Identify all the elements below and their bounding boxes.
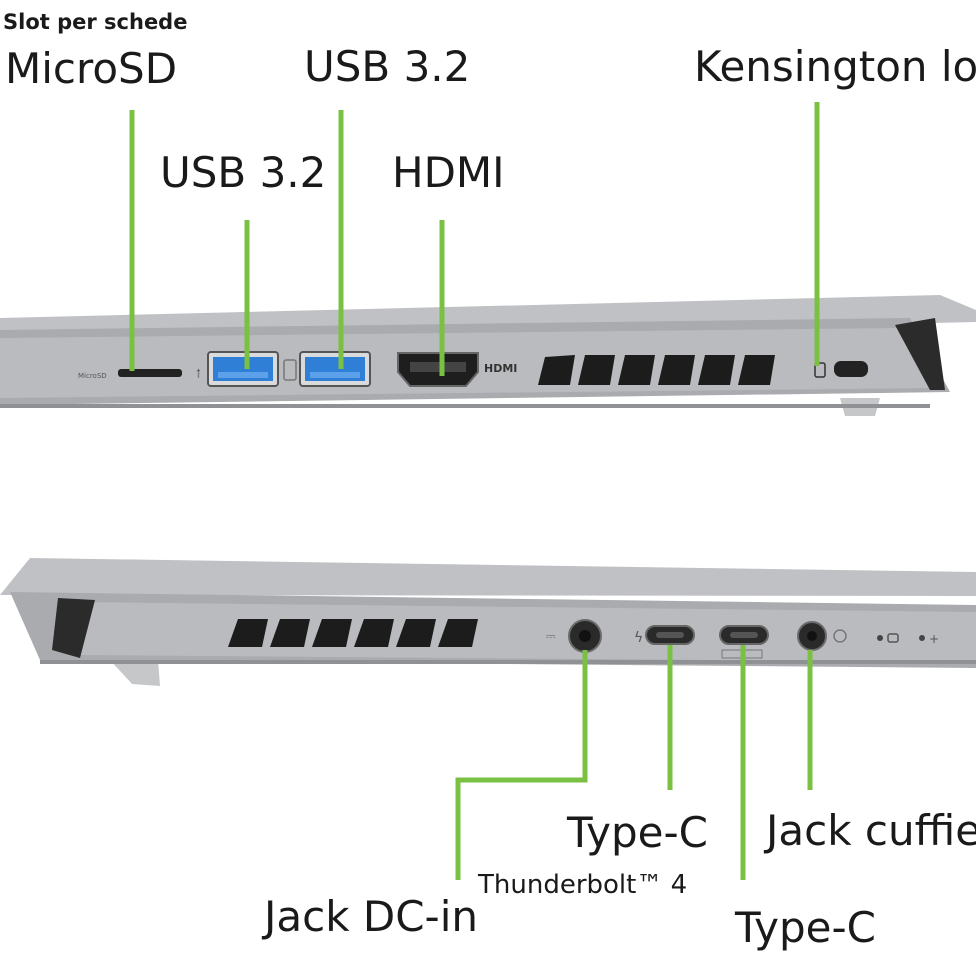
label-microsd: MicroSD bbox=[5, 44, 178, 93]
laptop-right-side: ⎓ ϟ + bbox=[0, 558, 976, 686]
svg-text:ϟ: ϟ bbox=[634, 630, 643, 646]
svg-text:⎓: ⎓ bbox=[546, 629, 556, 643]
svg-text:+: + bbox=[929, 632, 939, 646]
microsd-slot bbox=[118, 369, 182, 377]
vent-group-bottom bbox=[228, 619, 478, 647]
laptop-left-side: MicroSD ⭫ HDMI bbox=[0, 295, 976, 416]
hdmi-port-mark: HDMI bbox=[484, 362, 517, 375]
microsd-port-mark: MicroSD bbox=[78, 372, 107, 380]
kensington-slot bbox=[834, 361, 868, 377]
top-pointer-lines bbox=[129, 102, 820, 376]
label-kensington-lock: Kensington loc bbox=[694, 42, 976, 91]
label-hdmi: HDMI bbox=[392, 148, 505, 197]
svg-text:⭫: ⭫ bbox=[196, 366, 201, 382]
vent-group-top bbox=[538, 355, 775, 385]
label-type-c: Type-C bbox=[735, 903, 876, 952]
label-jack-cuffie: Jack cuffie bbox=[766, 806, 976, 855]
label-jack-dc-in: Jack DC-in bbox=[264, 892, 478, 941]
label-thunderbolt-4: Thunderbolt™ 4 bbox=[478, 870, 688, 900]
label-type-c-thunderbolt: Type-C bbox=[567, 808, 708, 857]
bottom-pointer-lines bbox=[455, 645, 813, 880]
label-usb-3-2-first: USB 3.2 bbox=[160, 148, 327, 197]
caption: Slot per schede bbox=[3, 10, 188, 34]
label-usb-3-2-second: USB 3.2 bbox=[304, 42, 471, 91]
